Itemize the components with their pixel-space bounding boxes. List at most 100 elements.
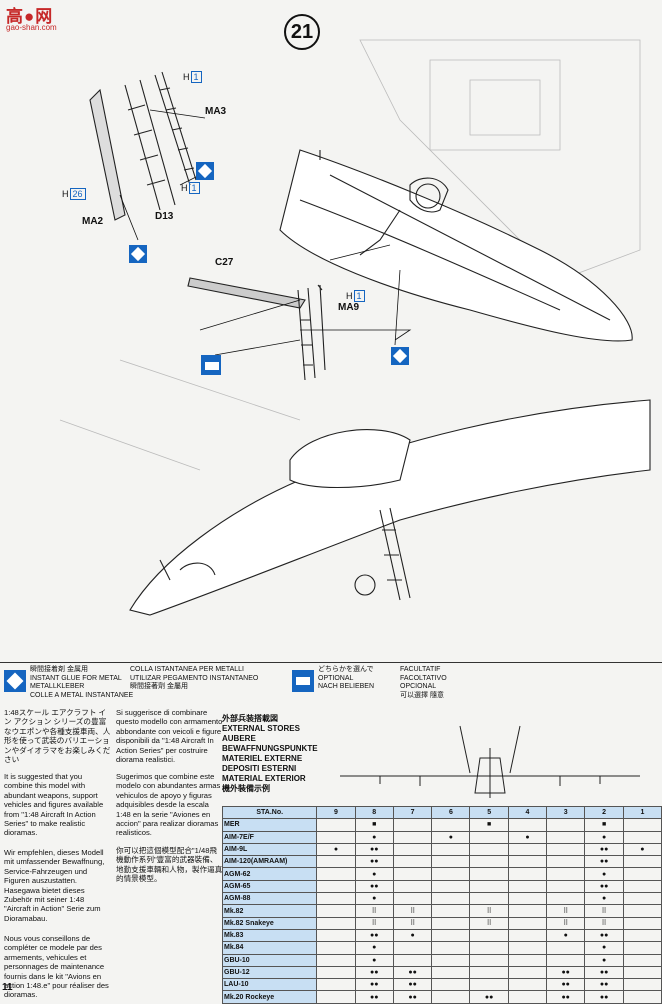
- store-cell: [469, 928, 509, 943]
- store-cell: [622, 978, 662, 992]
- paragraph-fr: Nous vous conseillons de compléter ce mo…: [4, 934, 109, 1000]
- store-cell: [469, 978, 509, 992]
- store-cell: ●: [354, 867, 394, 881]
- store-cell: ●●: [354, 990, 394, 1004]
- glue-marker-icon: [391, 347, 409, 365]
- store-cell: ●: [354, 953, 394, 967]
- store-cell: ⠿: [584, 916, 624, 930]
- table-row: AGM-88●●: [221, 892, 662, 906]
- store-cell: [316, 978, 356, 992]
- watermark-url: gao-shan.com: [6, 23, 57, 32]
- table-row: AIM-9L●●●●●●: [221, 842, 662, 857]
- store-cell: [507, 978, 548, 992]
- table-row: AGM-62●●: [221, 867, 662, 881]
- store-cell: [507, 965, 548, 980]
- paragraph-zh: 你可以把這個模型配合"1/48飛機動作系列"豐富的武器裝備、地勤支援車輛和人物，…: [116, 846, 223, 884]
- store-cell: ●●: [469, 990, 509, 1004]
- station-header: STA.No.: [221, 805, 318, 820]
- store-cell: [622, 965, 662, 980]
- store-cell: [316, 892, 356, 906]
- store-cell: [316, 904, 356, 918]
- station-number: 5: [469, 805, 509, 820]
- store-cell: ●●: [545, 965, 586, 980]
- store-cell: [507, 941, 548, 955]
- store-name: AIM-9L: [221, 842, 318, 857]
- store-cell: [392, 892, 433, 906]
- store-cell: ●: [431, 830, 471, 844]
- store-cell: ■: [354, 818, 394, 832]
- glue-marker-icon: [129, 245, 147, 263]
- store-cell: ●●: [584, 990, 624, 1004]
- store-cell: [622, 867, 662, 881]
- store-cell: [431, 855, 471, 869]
- store-cell: [392, 818, 433, 832]
- table-row: Mk.84●●: [221, 941, 662, 955]
- station-number: 8: [354, 805, 394, 820]
- store-cell: [431, 879, 471, 894]
- station-number: 7: [392, 805, 433, 820]
- store-cell: ●●: [584, 842, 624, 857]
- store-cell: ●: [354, 830, 394, 844]
- store-cell: ●: [392, 928, 433, 943]
- store-cell: ●: [316, 842, 356, 857]
- part-label-d13: D13: [155, 211, 174, 222]
- store-cell: [545, 830, 586, 844]
- store-cell: [469, 953, 509, 967]
- store-cell: ■: [584, 818, 624, 832]
- store-cell: ●●: [584, 965, 624, 980]
- store-cell: ⠿: [392, 916, 433, 930]
- station-number: 3: [545, 805, 586, 820]
- store-cell: [622, 818, 662, 832]
- store-cell: [622, 855, 662, 869]
- store-cell: ●: [584, 867, 624, 881]
- part-label-ma3: MA3: [205, 106, 227, 117]
- store-cell: ●: [354, 892, 394, 906]
- store-cell: ●●: [545, 990, 586, 1004]
- store-cell: ⠿: [354, 916, 394, 930]
- store-cell: [622, 904, 662, 918]
- store-cell: [507, 916, 548, 930]
- aircraft-front-view: [340, 725, 640, 798]
- store-cell: [431, 965, 471, 980]
- store-cell: ●●: [392, 965, 433, 980]
- store-cell: ●●: [392, 978, 433, 992]
- part-label-ma9: MA9: [338, 302, 360, 313]
- store-cell: [431, 867, 471, 881]
- store-cell: [469, 892, 509, 906]
- store-cell: [431, 990, 471, 1004]
- store-cell: [622, 990, 662, 1004]
- store-cell: [431, 928, 471, 943]
- store-cell: [431, 953, 471, 967]
- store-cell: [316, 867, 356, 881]
- store-cell: [392, 830, 433, 844]
- table-row: AIM-7E/F●●●●: [221, 830, 662, 844]
- store-cell: ●: [584, 953, 624, 967]
- store-cell: ⠿: [584, 904, 624, 918]
- store-cell: [622, 941, 662, 955]
- optional-marker-icon: [201, 355, 221, 375]
- store-cell: [507, 867, 548, 881]
- store-cell: [507, 990, 548, 1004]
- table-row: GBU-10●●: [221, 953, 662, 967]
- store-cell: [545, 867, 586, 881]
- watermark-logo: 高●网 gao-shan.com: [4, 2, 80, 36]
- store-cell: [622, 830, 662, 844]
- store-name: AGM-65: [221, 879, 318, 894]
- store-cell: [507, 855, 548, 869]
- store-cell: [316, 965, 356, 980]
- store-cell: ●●: [354, 978, 394, 992]
- store-cell: ●●: [354, 842, 394, 857]
- store-cell: [469, 842, 509, 857]
- paragraph-en: It is suggested that you combine this mo…: [4, 772, 104, 838]
- table-row: AGM-65●●●●: [221, 879, 662, 894]
- table-row: AIM-120(AMRAAM)●●●●: [221, 855, 662, 869]
- watermark-text: 高●网: [6, 7, 54, 26]
- store-cell: [545, 842, 586, 857]
- store-cell: [431, 916, 471, 930]
- store-cell: [507, 879, 548, 894]
